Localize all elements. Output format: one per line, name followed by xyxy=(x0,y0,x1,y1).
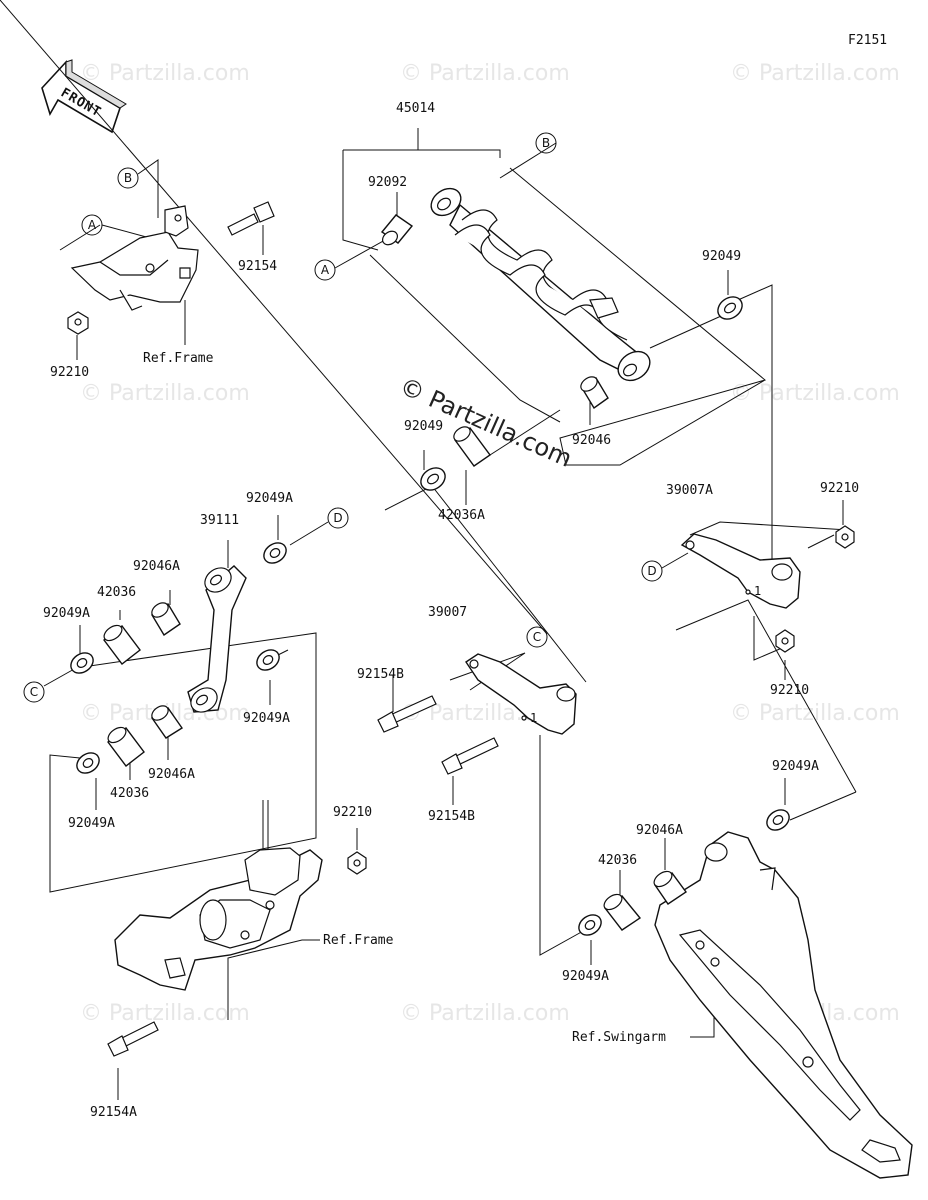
label-ref-swingarm: Ref.Swingarm xyxy=(572,1030,666,1045)
label-92049A-bottom: 92049A xyxy=(68,816,115,831)
mark-1: 1 xyxy=(754,584,761,598)
label-42036A: 42036A xyxy=(438,508,485,523)
bearing-92046A-swing xyxy=(653,870,687,905)
svg-text:A: A xyxy=(88,218,97,232)
nut-92210-mid xyxy=(347,851,367,875)
collar-42036A xyxy=(453,426,491,467)
callout-d-right: D xyxy=(641,560,663,582)
svg-text:B: B xyxy=(124,171,132,185)
label-92154B-top: 92154B xyxy=(357,667,404,682)
bolt-92154B-bottom xyxy=(441,737,499,775)
leader-lines xyxy=(0,0,857,1100)
nut-92210-top xyxy=(67,311,89,335)
label-92049-right: 92049 xyxy=(702,249,741,264)
washer-92049A-swing xyxy=(766,809,790,831)
label-92049A-mid: 92049A xyxy=(243,711,290,726)
label-42036-swing: 42036 xyxy=(598,853,637,868)
label-92210-right2: 92210 xyxy=(770,683,809,698)
label-92092: 92092 xyxy=(368,175,407,190)
watermark: © Partzilla.com xyxy=(730,701,900,726)
diagram-code: F2151 xyxy=(848,33,887,48)
label-42036-bottom: 42036 xyxy=(110,786,149,801)
label-92154: 92154 xyxy=(238,259,277,274)
svg-text:D: D xyxy=(333,511,342,525)
swingarm xyxy=(654,831,913,1179)
washer-92049A-top xyxy=(263,542,287,564)
label-39111: 39111 xyxy=(200,513,239,528)
bolt-92154B-top xyxy=(377,695,437,733)
washer-92049A-swing2 xyxy=(578,914,602,936)
callout-a-top: A xyxy=(81,214,103,236)
label-42036-top: 42036 xyxy=(97,585,136,600)
bearing-92046A-top xyxy=(151,602,181,636)
label-92049A-swing: 92049A xyxy=(772,759,819,774)
label-92049A-top: 92049A xyxy=(246,491,293,506)
callout-c-mid: C xyxy=(526,626,548,648)
washer-92049-right xyxy=(717,296,743,320)
collar-42036-swing xyxy=(603,893,642,931)
watermark: © Partzilla.com xyxy=(80,381,250,406)
bolt-92154A xyxy=(107,1021,159,1057)
watermark: © Partzilla.com xyxy=(730,61,900,86)
frame-bracket-bottom xyxy=(114,847,323,991)
callout-b-top: B xyxy=(117,167,139,189)
frame-bracket-top xyxy=(70,205,199,311)
svg-text:D: D xyxy=(647,564,656,578)
callout-c-left: C xyxy=(23,681,45,703)
shock-absorber-45014 xyxy=(430,187,651,382)
label-92210-top: 92210 xyxy=(50,365,89,380)
label-92049-mid: 92049 xyxy=(404,419,443,434)
washer-92049A-bottom xyxy=(76,752,100,774)
svg-text:C: C xyxy=(533,630,541,644)
watermark: © Partzilla.com xyxy=(400,1001,570,1026)
washer-92049A-left xyxy=(70,652,94,674)
mark-1: 1 xyxy=(530,711,537,725)
nut-92210-right xyxy=(835,525,855,549)
collar-92092 xyxy=(380,214,414,246)
bolt-92154 xyxy=(227,201,275,236)
label-92210-right: 92210 xyxy=(820,481,859,496)
watermark: © Partzilla.com xyxy=(730,381,900,406)
rocker-39007: 1 xyxy=(465,653,577,735)
rocker-39007A: 1 xyxy=(680,533,801,609)
label-39007: 39007 xyxy=(428,605,467,620)
label-39007A: 39007A xyxy=(666,483,713,498)
label-92046: 92046 xyxy=(572,433,611,448)
label-92154A: 92154A xyxy=(90,1105,137,1120)
callout-d-top: D xyxy=(327,507,349,529)
part-labels: 45014 92092 92154 92210 Ref.Frame 92049 … xyxy=(43,101,859,1120)
label-ref-frame-bottom: Ref.Frame xyxy=(323,933,394,948)
svg-text:A: A xyxy=(321,263,330,277)
collar-42036-bottom xyxy=(107,726,145,767)
watermark: © Partzilla.com xyxy=(400,61,570,86)
callout-a-shock: A xyxy=(314,259,336,281)
nut-92210-right2 xyxy=(775,629,795,653)
label-92049A-left: 92049A xyxy=(43,606,90,621)
label-92154B-bottom: 92154B xyxy=(428,809,475,824)
label-92046A-swing: 92046A xyxy=(636,823,683,838)
svg-text:B: B xyxy=(542,136,550,150)
watermark-group: © Partzilla.com © Partzilla.com © Partzi… xyxy=(80,61,900,1026)
label-92049A-swing2: 92049A xyxy=(562,969,609,984)
watermark: © Partzilla.com xyxy=(80,61,250,86)
washer-92049-mid xyxy=(420,467,446,491)
svg-text:C: C xyxy=(30,685,38,699)
label-92210-mid: 92210 xyxy=(333,805,372,820)
label-92046A-bottom: 92046A xyxy=(148,767,195,782)
bearing-92046 xyxy=(580,376,609,410)
bearing-92046A-bottom xyxy=(151,705,183,739)
callout-b-shock: B xyxy=(535,132,557,154)
label-45014: 45014 xyxy=(396,101,435,116)
rod-39111 xyxy=(187,565,247,713)
watermark: © Partzilla.com xyxy=(80,1001,250,1026)
label-92046A-top: 92046A xyxy=(133,559,180,574)
label-ref-frame-top: Ref.Frame xyxy=(143,351,214,366)
washer-92049A-mid xyxy=(256,649,280,671)
collar-42036-top xyxy=(103,624,141,665)
